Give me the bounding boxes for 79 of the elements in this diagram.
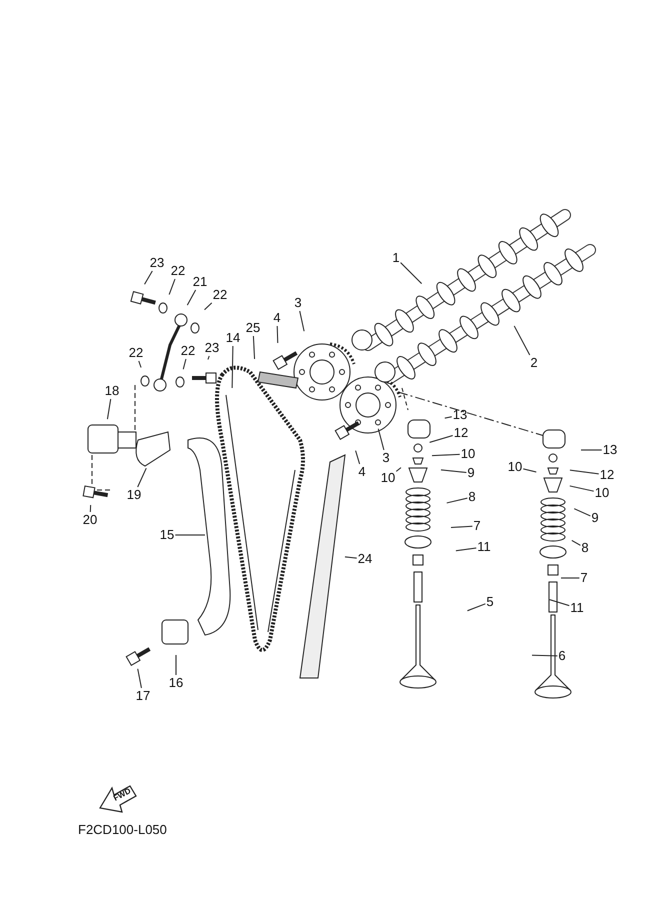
leader-line [90, 504, 92, 512]
leader-line [232, 346, 234, 388]
callout-number: 10 [594, 486, 610, 500]
leader-line [186, 290, 196, 306]
leader-line [137, 468, 147, 488]
callout-number: 8 [581, 541, 589, 555]
callout-number: 11 [570, 601, 584, 615]
leader-line [344, 556, 358, 559]
callout-number: 23 [150, 256, 164, 270]
callout-number: 11 [477, 540, 491, 554]
leader-line [432, 454, 460, 456]
leader-line [174, 534, 206, 536]
callout-number: 2 [530, 356, 538, 370]
callout-number: 6 [558, 649, 566, 663]
callout-number: 3 [294, 296, 302, 310]
leader-line [569, 470, 600, 474]
callout-number: 12 [600, 468, 614, 482]
callout-number: 13 [452, 408, 468, 422]
callout-number: 15 [160, 528, 174, 542]
callout-number: 16 [168, 676, 184, 690]
callout-number: 8 [468, 490, 476, 504]
leader-line [549, 599, 570, 606]
callout-number: 4 [273, 311, 281, 325]
callout-number: 10 [380, 471, 396, 485]
leader-line [514, 325, 530, 356]
direction-label: FWD [112, 786, 132, 803]
callout-number: 23 [204, 341, 220, 355]
leader-line [144, 270, 153, 285]
callout-number: 22 [128, 346, 144, 360]
callout-number: 19 [126, 488, 142, 502]
callout-number: 9 [591, 511, 599, 525]
leader-line [466, 603, 486, 612]
callout-number: 24 [358, 552, 372, 566]
leader-line [355, 450, 360, 464]
callout-number: 13 [602, 443, 618, 457]
drawing-code: F2CD100-L050 [78, 822, 167, 837]
leader-line [378, 428, 384, 450]
callout-number: 25 [246, 321, 260, 335]
callout-number: 14 [226, 331, 240, 345]
leader-line [276, 326, 278, 344]
callout-number: 20 [82, 513, 98, 527]
callout-number: 17 [136, 689, 150, 703]
callout-number: 4 [358, 465, 366, 479]
callout-number: 5 [486, 595, 494, 609]
leader-line [396, 467, 402, 472]
callout-number: 10 [508, 460, 522, 474]
callout-number: 7 [580, 571, 588, 585]
leader-line [182, 358, 186, 370]
callout-number: 22 [180, 344, 196, 358]
leader-line [574, 508, 591, 516]
leader-line [571, 540, 581, 546]
leader-line [440, 469, 467, 474]
callout-number: 7 [473, 519, 481, 533]
leader-line [299, 310, 305, 332]
callout-number: 12 [454, 426, 468, 440]
leader-line [204, 302, 212, 310]
leader-line [450, 526, 473, 528]
leader-line [168, 278, 176, 296]
callout-number: 22 [170, 264, 186, 278]
callout-number: 21 [192, 275, 208, 289]
callout-number: 22 [212, 288, 228, 302]
leader-line [455, 548, 477, 552]
leader-line [400, 262, 422, 284]
callout-number: 9 [467, 466, 475, 480]
leader-line [106, 398, 112, 420]
leader-line [569, 485, 594, 492]
leader-line [252, 336, 256, 360]
callout-number: 18 [104, 384, 120, 398]
leader-line [522, 468, 537, 472]
callout-number: 1 [392, 251, 400, 265]
leader-line [444, 416, 452, 419]
callout-number: 10 [460, 447, 476, 461]
leader-line [138, 360, 142, 368]
leader-line [532, 654, 558, 656]
leader-line [429, 434, 454, 443]
leader-line [446, 498, 468, 504]
callout-number: 3 [382, 451, 390, 465]
leader-line [137, 668, 142, 688]
leader-line [207, 356, 210, 360]
